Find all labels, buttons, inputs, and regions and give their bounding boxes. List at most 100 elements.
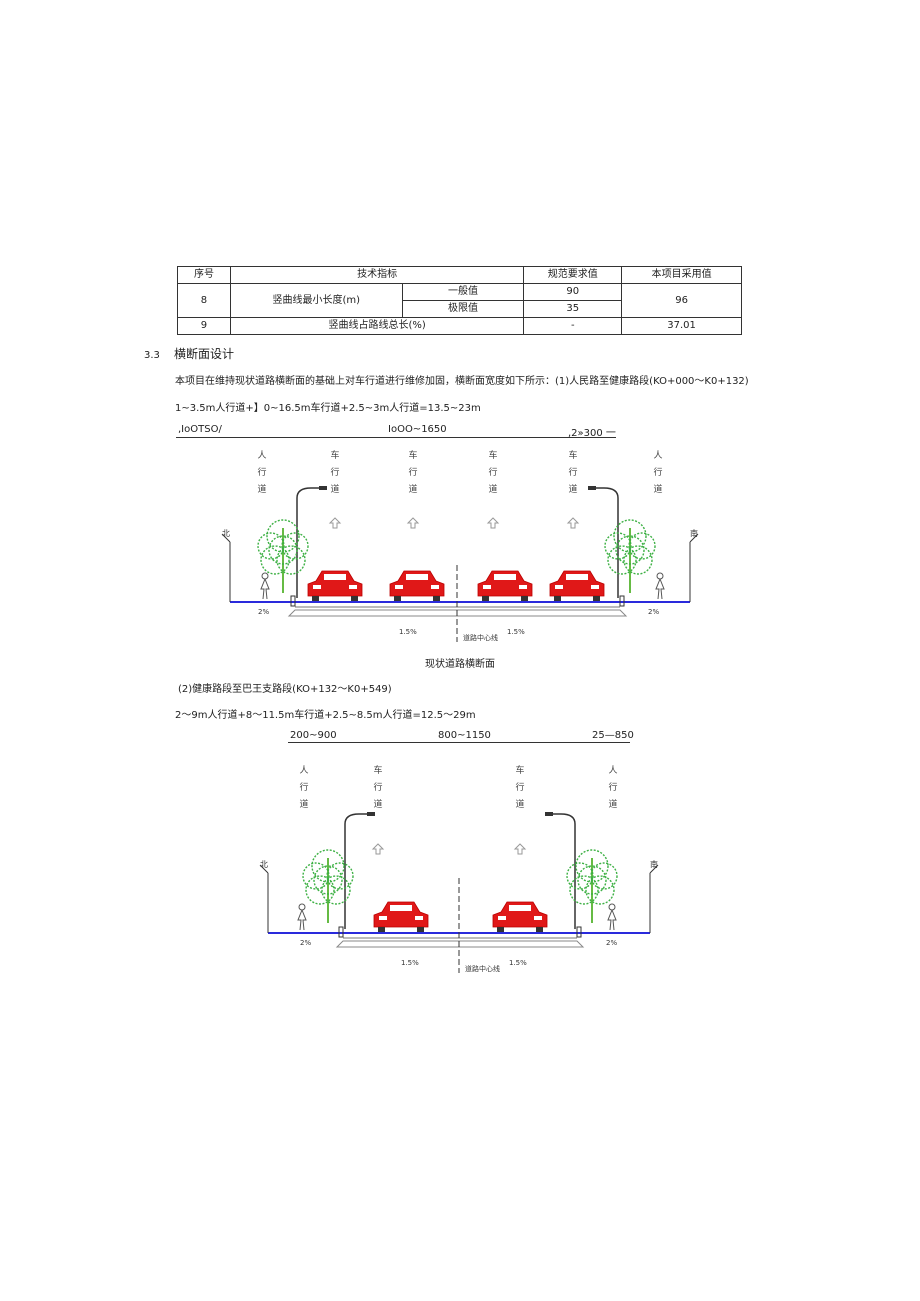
svg-text:道: 道 [653,483,662,495]
row8-indicator: 竖曲线最小长度(m) [229,283,403,318]
curb-right [576,926,582,938]
row8-sub-limit: 极限值 [401,300,525,318]
lane-arrow-icon [406,517,420,529]
svg-text:道: 道 [568,483,577,495]
svg-text:人: 人 [299,765,308,776]
dim2-middle: 800~1150 [438,730,491,741]
lane-arrow-icon [566,517,580,529]
spec-table: 序号 技术指标 规范要求值 本项目采用值 8 竖曲线最小长度(m) 一般值 90… [177,266,742,335]
slope-right: 2% [606,939,617,947]
svg-text:人: 人 [257,450,266,461]
section-heading: 3.3 横断面设计 [144,345,234,362]
svg-text:道: 道 [299,798,308,810]
cross-section-diagram-2: 人行道车行道车行道人行道道路中心线北南2%2%1.5%1.5% [259,764,659,973]
svg-text:车: 车 [568,449,577,461]
lane-arrow-icon [513,843,527,855]
lane-label: 人行道 [257,450,266,495]
row9-required: - [523,317,623,335]
tree-icon [604,519,656,593]
street-lamp-icon [588,486,619,598]
centerline-label: 道路中心线 [465,964,500,973]
lane-label: 车行道 [568,449,577,495]
svg-text:行: 行 [257,466,266,478]
pedestrian-icon [260,572,270,600]
tree-icon [302,849,354,923]
curb-left [290,595,296,607]
intro-paragraph: 本项目在维持现状道路横断面的基础上对车行道进行维修加固，横断面宽度如下所示：(1… [175,376,749,387]
dim1-left: ,IoOTSO/ [178,424,222,435]
car-icon [307,570,363,601]
slope-left: 2% [300,939,311,947]
svg-text:车: 车 [515,764,524,776]
pedestrian-icon [297,903,307,931]
cross-slope-left: 1.5% [401,959,419,967]
cross-section-diagram-1: 人行道车行道车行道车行道车行道人行道道路中心线北南2%2%1.5%1.5% [221,449,699,642]
car-icon [389,570,445,601]
car-icon [373,901,429,932]
formula-2: 2～9m人行道+8～11.5m车行道+2.5~8.5m人行道=12.5～29m [175,710,476,721]
svg-text:北: 北 [222,529,230,538]
cross-slope-right: 1.5% [507,628,525,636]
row9-indicator: 竖曲线占路线总长(%) [229,317,525,335]
header-adopted: 本项目采用值 [621,266,742,284]
road-foundation [287,609,628,617]
lane-label: 人行道 [608,765,617,810]
dim2-left: 200~900 [290,730,337,741]
road-foundation [335,940,585,948]
lane-label: 人行道 [653,450,662,495]
curb-left [338,926,344,938]
header-indicator: 技术指标 [229,266,525,284]
pedestrian-icon [607,903,617,931]
svg-text:人: 人 [653,450,662,461]
svg-text:车: 车 [488,449,497,461]
lane-arrow-icon [371,843,385,855]
dim1-right: ,2»300 一 [568,428,616,439]
svg-text:行: 行 [299,781,308,793]
lane-label: 人行道 [299,765,308,810]
svg-text:行: 行 [653,466,662,478]
svg-text:行: 行 [515,781,524,793]
svg-text:行: 行 [568,466,577,478]
svg-text:道: 道 [515,798,524,810]
svg-text:道: 道 [488,483,497,495]
slope-right: 2% [648,608,659,616]
svg-text:南: 南 [650,859,658,869]
car-icon [492,901,548,932]
svg-text:道: 道 [257,483,266,495]
north-marker: 北 [221,529,231,602]
table-row: 9 竖曲线占路线总长(%) - 37.01 [177,317,742,335]
row8-required-limit: 35 [523,300,623,318]
section-number: 3.3 [144,350,160,361]
svg-text:车: 车 [330,449,339,461]
street-lamp-icon [545,812,576,929]
diagram2-dim-line [288,742,630,743]
lane-arrow-icon [328,517,342,529]
row8-no: 8 [177,283,231,318]
lane-label: 车行道 [373,764,382,810]
slope-left: 2% [258,608,269,616]
tree-icon [566,849,618,923]
section-title: 横断面设计 [174,347,235,361]
dim1-middle: IoOO~1650 [388,424,447,435]
table-row: 8 竖曲线最小长度(m) 一般值 90 96 [177,283,742,318]
svg-text:行: 行 [488,466,497,478]
car-icon [549,570,605,601]
svg-text:南: 南 [690,528,698,538]
diagram1-dimension-row: ,IoOTSO/ IoOO~1650 ,2»300 一 [0,424,920,439]
row9-no: 9 [177,317,231,335]
svg-text:道: 道 [408,483,417,495]
centerline-label: 道路中心线 [463,633,498,642]
lane-label: 车行道 [515,764,524,810]
svg-text:人: 人 [608,765,617,776]
diagram2-dimension-row: 200~900 800~1150 25—850 [0,730,920,744]
svg-text:行: 行 [373,781,382,793]
lane-arrow-icon [486,517,500,529]
street-lamp-icon [296,486,327,598]
dim2-right: 25—850 [592,730,634,741]
cross-slope-right: 1.5% [509,959,527,967]
car-icon [477,570,533,601]
caption-1: 现状道路横断面 [425,659,495,670]
svg-text:北: 北 [260,860,268,869]
tree-icon [257,519,309,593]
curb-right [619,595,625,607]
